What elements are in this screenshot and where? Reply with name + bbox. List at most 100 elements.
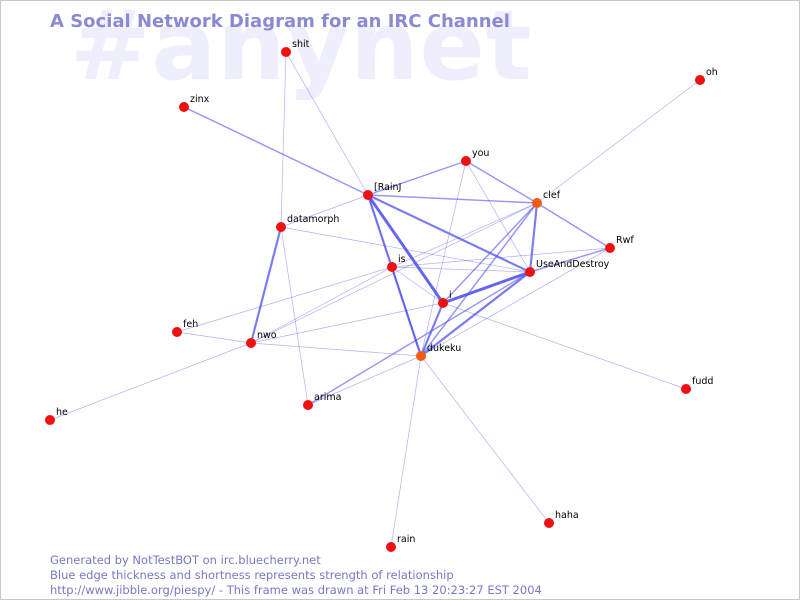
node-feh: feh bbox=[172, 319, 198, 337]
footer-info: Generated by NotTestBOT on irc.bluecherr… bbox=[50, 553, 542, 598]
node-dot-useanddestroy bbox=[525, 267, 535, 277]
edge-feh-nwo bbox=[176, 331, 252, 344]
edge-rwf-dukeku bbox=[420, 247, 611, 357]
edge-useanddestroy-dukeku bbox=[419, 270, 532, 358]
node-dot-feh bbox=[172, 327, 182, 337]
node-rainj: [RainJ bbox=[363, 182, 401, 200]
node-label-nwo: nwo bbox=[257, 330, 277, 341]
node-label-he: he bbox=[56, 407, 68, 418]
node-dot-is bbox=[387, 262, 397, 272]
edge-rainj-i bbox=[366, 193, 445, 305]
node-label-i: i bbox=[449, 290, 452, 301]
node-dot-shit bbox=[281, 47, 291, 57]
node-dot-dukeku bbox=[416, 351, 426, 361]
node-label-rwf: Rwf bbox=[616, 235, 634, 246]
node-dot-nwo bbox=[246, 338, 256, 348]
edge-is-i bbox=[391, 266, 444, 304]
edge-clef-is bbox=[391, 202, 538, 268]
edge-datamorph-useanddestroy bbox=[280, 226, 531, 273]
edge-rainj-useanddestroy bbox=[366, 193, 532, 274]
edge-zinx-rainj bbox=[183, 106, 369, 196]
node-label-zinx: zinx bbox=[190, 94, 210, 105]
diagram-title: A Social Network Diagram for an IRC Chan… bbox=[50, 11, 510, 32]
node-label-you: you bbox=[472, 148, 489, 159]
edge-shit-rainj bbox=[285, 51, 369, 196]
edge-nwo-dukeku bbox=[250, 342, 422, 357]
node-rain: rain bbox=[386, 534, 415, 552]
node-label-shit: shit bbox=[292, 39, 310, 50]
footer-legend-note: Blue edge thickness and shortness repres… bbox=[50, 568, 454, 582]
node-label-clef: clef bbox=[543, 190, 561, 201]
edge-you-clef bbox=[465, 160, 538, 204]
node-dot-i bbox=[438, 298, 448, 308]
edge-he-nwo bbox=[49, 342, 252, 421]
edge-i-dukeku bbox=[419, 301, 445, 358]
node-clef: clef bbox=[532, 190, 561, 208]
edge-datamorph-nwo bbox=[249, 225, 283, 345]
edge-rainj-clef bbox=[367, 194, 538, 204]
edge-is-feh bbox=[176, 266, 393, 333]
node-dot-zinx bbox=[179, 102, 189, 112]
node-datamorph: datamorph bbox=[276, 214, 339, 232]
edge-clef-dukeku bbox=[420, 202, 538, 357]
edge-rainj-datamorph bbox=[280, 194, 369, 228]
node-dot-rain bbox=[386, 542, 396, 552]
footer-generated-by: Generated by NotTestBOT on irc.bluecherr… bbox=[50, 553, 321, 567]
node-haha: haha bbox=[544, 510, 579, 528]
node-dot-he bbox=[45, 415, 55, 425]
edge-datamorph-arima bbox=[280, 226, 309, 406]
node-fudd: fudd bbox=[681, 376, 713, 394]
node-you: you bbox=[461, 148, 489, 166]
node-dot-fudd bbox=[681, 384, 691, 394]
node-label-datamorph: datamorph bbox=[287, 214, 339, 225]
node-label-useanddestroy: UseAndDestroy bbox=[536, 259, 610, 270]
node-dot-arima bbox=[303, 400, 313, 410]
node-dot-you bbox=[461, 156, 471, 166]
node-rwf: Rwf bbox=[605, 235, 634, 253]
edge-i-fudd bbox=[442, 302, 687, 390]
node-label-rainj: [RainJ bbox=[374, 182, 401, 193]
node-label-feh: feh bbox=[183, 319, 198, 330]
edge-useanddestroy-i bbox=[441, 270, 532, 305]
edge-you-dukeku bbox=[420, 160, 467, 357]
edge-is-dukeku bbox=[391, 266, 422, 357]
node-label-oh: oh bbox=[706, 67, 718, 78]
node-dot-clef bbox=[532, 198, 542, 208]
node-label-dukeku: dukeku bbox=[427, 343, 461, 354]
edge-oh-clef bbox=[536, 79, 701, 204]
edge-rainj-is bbox=[367, 194, 393, 268]
node-label-arima: arima bbox=[314, 392, 341, 403]
node-dot-datamorph bbox=[276, 222, 286, 232]
node-nwo: nwo bbox=[246, 330, 277, 348]
edge-clef-i bbox=[442, 202, 538, 304]
edge-rainj-you bbox=[367, 160, 467, 196]
edge-dukeku-rain bbox=[390, 355, 422, 548]
node-label-is: is bbox=[398, 254, 406, 265]
edge-rwf-is bbox=[391, 247, 611, 268]
edge-useanddestroy-arima bbox=[307, 271, 531, 406]
node-arima: arima bbox=[303, 392, 341, 410]
node-dot-rwf bbox=[605, 243, 615, 253]
channel-watermark: #anynet bbox=[70, 0, 533, 102]
node-shit: shit bbox=[281, 39, 310, 57]
footer-url-timestamp: http://www.jibble.org/piespy/ - This fra… bbox=[50, 583, 542, 597]
edge-dukeku-arima bbox=[307, 355, 422, 406]
node-label-rain: rain bbox=[397, 534, 415, 545]
node-i: i bbox=[438, 290, 452, 308]
node-useanddestroy: UseAndDestroy bbox=[525, 259, 610, 277]
node-dukeku: dukeku bbox=[416, 343, 461, 361]
node-label-haha: haha bbox=[555, 510, 579, 521]
edges-layer bbox=[49, 51, 701, 548]
node-oh: oh bbox=[695, 67, 718, 85]
node-label-fudd: fudd bbox=[692, 376, 713, 387]
edge-i-nwo bbox=[250, 302, 444, 344]
edge-clef-useanddestroy bbox=[528, 201, 539, 274]
edge-clef-rwf bbox=[536, 202, 611, 249]
edge-is-nwo bbox=[250, 266, 393, 344]
node-zinx: zinx bbox=[179, 94, 210, 112]
edge-is-useanddestroy bbox=[391, 266, 531, 273]
edge-rwf-useanddestroy bbox=[529, 247, 611, 273]
node-dot-rainj bbox=[363, 190, 373, 200]
